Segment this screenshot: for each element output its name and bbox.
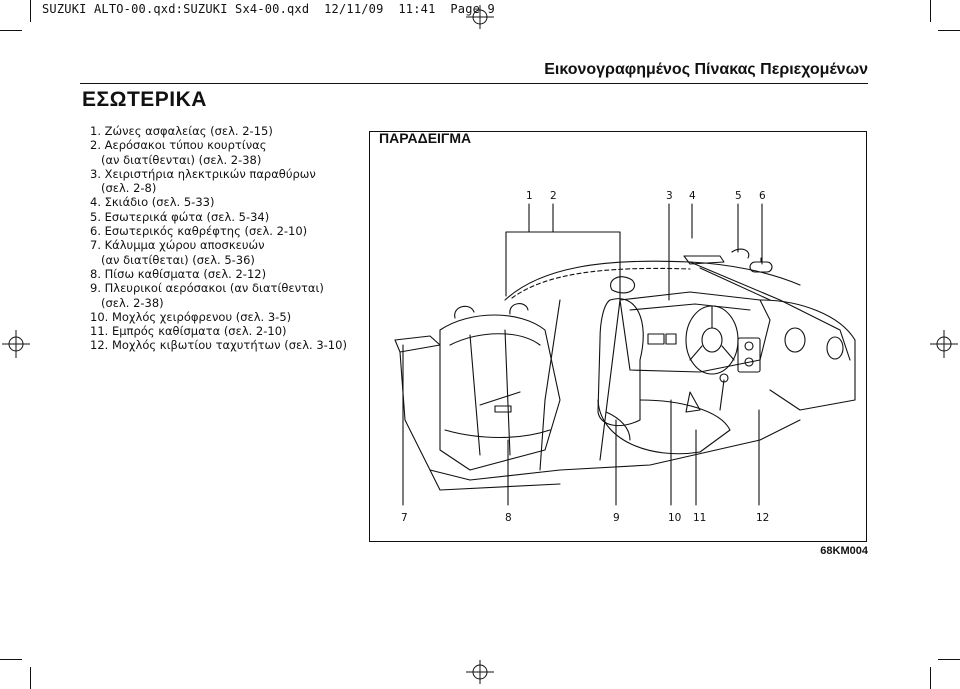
toc-list: 1. Ζώνες ασφαλείας (σελ. 2-15) 2. Αερόσα… xyxy=(90,124,350,353)
toc-item: 8. Πίσω καθίσματα (σελ. 2-12) xyxy=(90,266,267,281)
toc-item: 12. Μοχλός κιβωτίου ταχυτήτων (σελ. 3-10… xyxy=(90,338,347,353)
callout-number: 3 xyxy=(666,190,673,202)
toc-item: (σελ. 2-38) xyxy=(90,295,164,310)
callout-number: 9 xyxy=(613,512,620,524)
toc-item: 10. Μοχλός χειρόφρενου (σελ. 3-5) xyxy=(90,309,292,324)
toc-item: 1. Ζώνες ασφαλείας (σελ. 2-15) xyxy=(90,124,273,138)
callout-number: 4 xyxy=(689,190,696,202)
callout-number: 6 xyxy=(759,190,766,202)
figure-frame xyxy=(369,131,867,542)
figure-label: ΠΑΡΑΔΕΙΓΜΑ xyxy=(379,130,472,146)
toc-item: (αν διατίθεται) (σελ. 5-36) xyxy=(90,252,255,267)
page-header-title: Εικονογραφημένος Πίνακας Περιεχομένων xyxy=(544,61,868,78)
callout-number: 10 xyxy=(668,512,682,524)
toc-item: 11. Εμπρός καθίσματα (σελ. 2-10) xyxy=(90,324,287,339)
toc-item: 4. Σκιάδιο (σελ. 5-33) xyxy=(90,195,215,210)
toc-item: 6. Εσωτερικός καθρέφτης (σελ. 2-10) xyxy=(90,224,308,239)
callout-number: 11 xyxy=(693,512,707,524)
toc-item: (σελ. 2-8) xyxy=(90,181,157,196)
callout-number: 12 xyxy=(756,512,770,524)
callout-number: 2 xyxy=(550,190,557,202)
toc-item: 5. Εσωτερικά φώτα (σελ. 5-34) xyxy=(90,209,270,224)
figure-code: 68KM004 xyxy=(820,545,868,557)
print-slug-line: SUZUKI ALTO-00.qxd:SUZUKI Sx4-00.qxd 12/… xyxy=(42,2,495,16)
toc-item: 9. Πλευρικοί αερόσακοι (αν διατίθενται) xyxy=(90,281,324,296)
toc-item: 2. Αερόσακοι τύπου κουρτίνας xyxy=(90,138,267,153)
section-title: ΕΣΩΤΕΡΙΚΑ xyxy=(82,88,207,111)
callout-number: 1 xyxy=(526,190,533,202)
callout-number: 8 xyxy=(505,512,512,524)
header-rule xyxy=(80,83,868,84)
toc-item: (αν διατίθενται) (σελ. 2-38) xyxy=(90,152,262,167)
toc-item: 3. Χειριστήρια ηλεκτρικών παραθύρων xyxy=(90,166,316,181)
toc-item: 7. Κάλυμμα χώρου αποσκευών xyxy=(90,238,265,253)
callout-number: 7 xyxy=(401,512,408,524)
callout-number: 5 xyxy=(735,190,742,202)
